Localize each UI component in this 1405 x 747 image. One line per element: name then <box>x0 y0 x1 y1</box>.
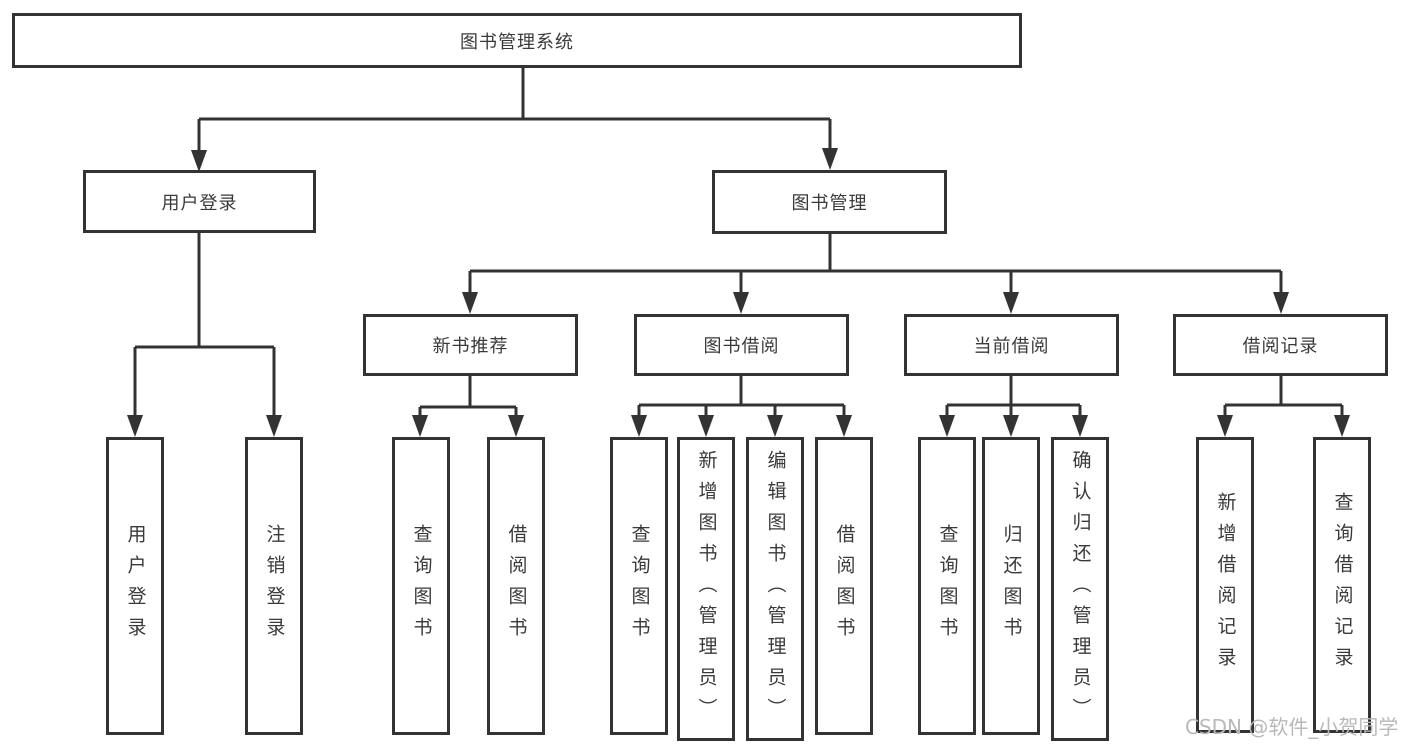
leaf-query-book-2: 查询图书 <box>610 437 668 735</box>
leaf-query-book-1-label: 查询图书 <box>410 524 433 648</box>
leaf-confirm-return-admin: 确认归还（管理员） <box>1051 437 1109 741</box>
leaf-borrow-book-2: 借阅图书 <box>815 437 873 735</box>
leaf-borrow-book-2-label: 借阅图书 <box>833 524 856 648</box>
leaf-user-login: 用户登录 <box>106 437 164 735</box>
leaf-confirm-return-admin-label: 确认归还（管理员） <box>1069 449 1092 729</box>
node-user-login: 用户登录 <box>83 170 316 233</box>
node-root: 图书管理系统 <box>12 13 1022 68</box>
leaf-query-book-3-label: 查询图书 <box>936 524 959 648</box>
node-borrow-records: 借阅记录 <box>1173 314 1388 376</box>
node-current-borrow: 当前借阅 <box>904 314 1119 376</box>
leaf-add-book-admin-label: 新增图书（管理员） <box>695 449 718 729</box>
leaf-add-book-admin: 新增图书（管理员） <box>677 437 735 741</box>
arrowhead-icons <box>127 148 1350 437</box>
leaf-return-book-label: 归还图书 <box>1000 524 1023 648</box>
leaf-add-borrow-record: 新增借阅记录 <box>1196 437 1254 733</box>
leaf-borrow-book-1-label: 借阅图书 <box>505 524 528 648</box>
leaf-query-borrow-record: 查询借阅记录 <box>1313 437 1371 733</box>
leaf-logout: 注销登录 <box>245 437 303 735</box>
csdn-watermark: CSDN @软件_小贺同学 <box>1185 715 1399 739</box>
leaf-edit-book-admin: 编辑图书（管理员） <box>746 437 804 741</box>
leaf-borrow-book-1: 借阅图书 <box>487 437 545 735</box>
leaf-add-borrow-record-label: 新增借阅记录 <box>1214 492 1237 678</box>
node-book-mgmt: 图书管理 <box>712 170 947 234</box>
leaf-query-book-3: 查询图书 <box>918 437 976 735</box>
leaf-edit-book-admin-label: 编辑图书（管理员） <box>764 449 787 729</box>
leaf-return-book: 归还图书 <box>982 437 1040 735</box>
leaf-query-book-1: 查询图书 <box>392 437 450 735</box>
node-current-borrow-label: 当前借阅 <box>973 336 1050 357</box>
node-borrow-records-label: 借阅记录 <box>1242 336 1319 357</box>
node-new-book-recommend-label: 新书推荐 <box>432 336 509 357</box>
leaf-query-book-2-label: 查询图书 <box>628 524 651 648</box>
leaf-query-borrow-record-label: 查询借阅记录 <box>1331 492 1354 678</box>
node-new-book-recommend: 新书推荐 <box>363 314 578 376</box>
leaf-user-login-label: 用户登录 <box>124 524 147 648</box>
node-book-mgmt-label: 图书管理 <box>791 193 868 214</box>
node-user-login-label: 用户登录 <box>161 192 238 214</box>
leaf-logout-label: 注销登录 <box>263 524 286 648</box>
node-book-borrow-label: 图书借阅 <box>703 336 780 357</box>
node-book-borrow: 图书借阅 <box>634 314 849 376</box>
node-root-label: 图书管理系统 <box>460 31 574 53</box>
